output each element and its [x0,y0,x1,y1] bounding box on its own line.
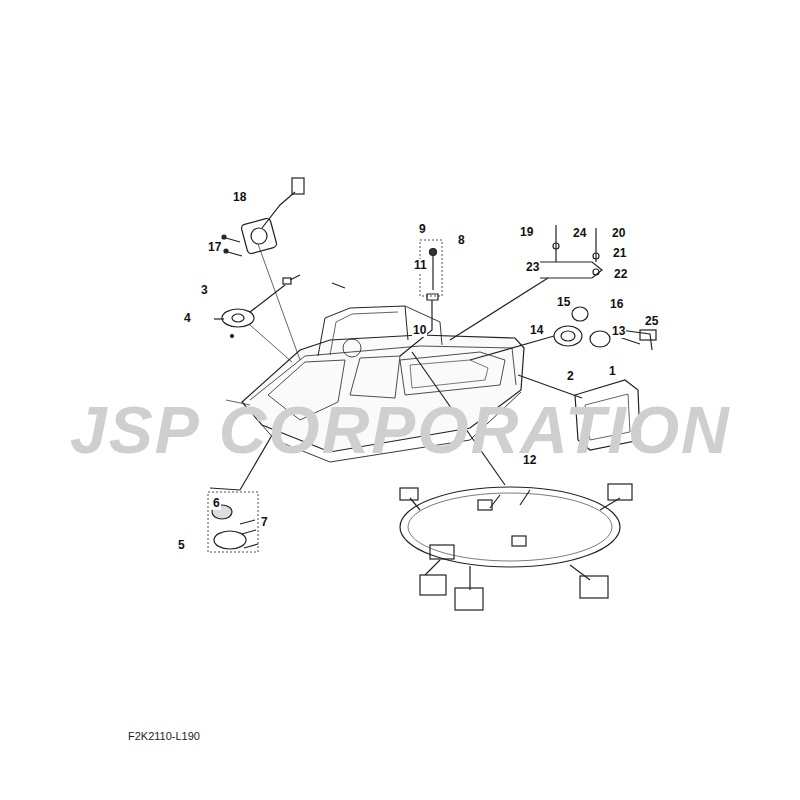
callout-number: 9 [418,223,427,236]
callout-number: 22 [613,268,628,281]
diagram-code: F2K2110-L190 [128,730,200,742]
callout-number: 21 [612,247,627,260]
callout-number: 25 [644,315,659,328]
callout-number: 4 [183,312,192,325]
callout-number: 8 [457,234,466,247]
callout-number: 5 [177,539,186,552]
callout-number: 10 [412,324,427,337]
watermark: JSP CORPORATION [70,397,731,463]
callout-number: 1 [608,365,617,378]
callout-number: 20 [611,227,626,240]
callout-number: 13 [611,325,626,338]
callout-number: 19 [519,226,534,239]
callout-number: 7 [260,516,269,529]
callout-number: 3 [200,284,209,297]
callout-number: 11 [413,259,428,272]
callout-number: 18 [232,191,247,204]
callout-number: 16 [609,298,624,311]
callout-number: 17 [207,241,222,254]
callout-number: 23 [525,261,540,274]
callout-number: 6 [212,497,221,510]
callout-number: 24 [572,227,587,240]
callout-number: 2 [566,370,575,383]
callout-number: 15 [556,296,571,309]
callout-number: 14 [529,324,544,337]
